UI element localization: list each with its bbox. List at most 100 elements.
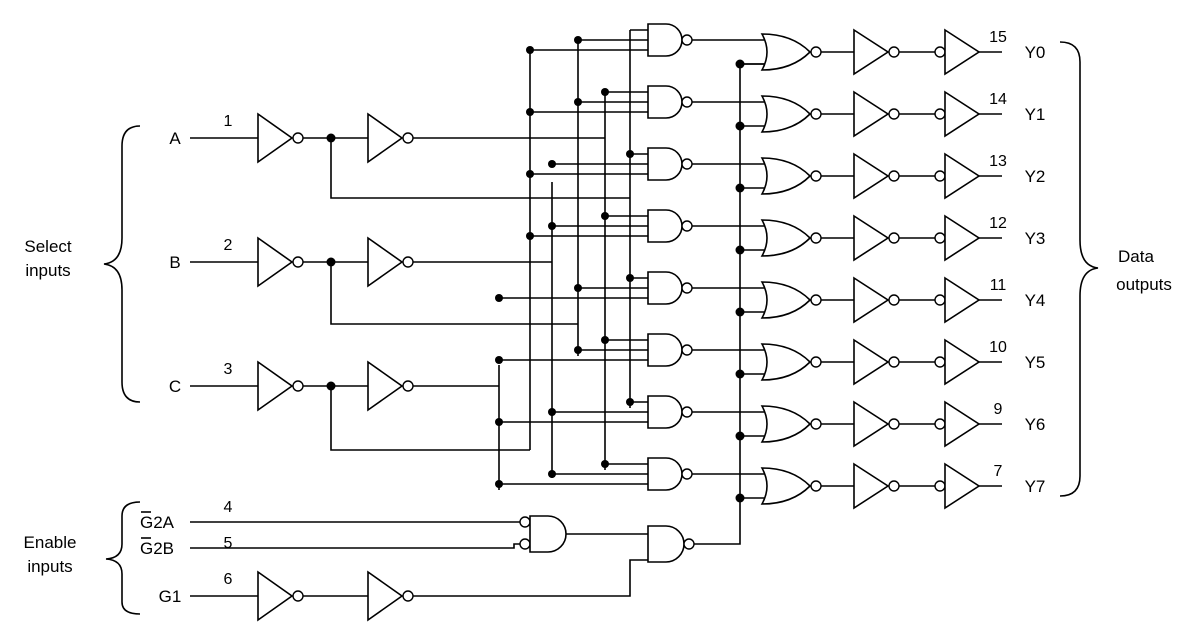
decode-nand-gate [647, 271, 683, 305]
junction-dot [735, 183, 745, 193]
decode-nand-gate [647, 457, 683, 491]
enable-and-gate [529, 515, 567, 553]
junction-dot [548, 222, 556, 230]
junction-dot [735, 121, 745, 131]
junction-dot [626, 398, 634, 406]
nor-bubble [810, 480, 822, 492]
nand-bubble [681, 220, 693, 232]
output-label: Y7 [1025, 477, 1046, 496]
junction-dot [601, 336, 609, 344]
output-buffer [944, 152, 981, 200]
inverter-c1-bubble [292, 380, 304, 392]
enable-nand-gate [647, 525, 685, 563]
inverter-a1 [257, 112, 294, 164]
pin-label: 1 [224, 113, 233, 130]
buffer-input-bubble [934, 356, 946, 368]
pin-label: 4 [224, 499, 233, 516]
junction-dot [735, 245, 745, 255]
inverter-c2-bubble [402, 380, 414, 392]
junction-dot [735, 431, 745, 441]
junction-dot [495, 480, 503, 488]
address-buses [498, 30, 631, 490]
input-label-b: B [169, 253, 180, 272]
output-pin-label: 11 [990, 277, 1007, 294]
buffer-input-bubble [934, 232, 946, 244]
output-label: Y3 [1025, 229, 1046, 248]
junction-dot [735, 307, 745, 317]
junction-dot [735, 493, 745, 503]
output-nor-gate [760, 281, 812, 319]
output-pin-label: 12 [989, 215, 1007, 232]
inverter-bubble [888, 356, 900, 368]
group-label-outputs-1: Data [1118, 247, 1154, 266]
output-nor-gate [760, 157, 812, 195]
nand-bubble [681, 282, 693, 294]
output-pin-label: 9 [994, 401, 1003, 418]
buffer-input-bubble [934, 108, 946, 120]
junction-dot [626, 274, 634, 282]
input-label-a: A [169, 129, 181, 148]
inverter-g1-2 [367, 570, 404, 622]
enable-and-bubble-2 [519, 538, 531, 550]
inverter-bubble [888, 108, 900, 120]
enable-section [190, 63, 765, 622]
decode-nand-gate [647, 85, 683, 119]
buffer-input-bubble [934, 480, 946, 492]
output-inverter [853, 338, 890, 386]
inverter-bubble [888, 480, 900, 492]
junction-dot [326, 257, 336, 267]
junction-dot [735, 369, 745, 379]
inverter-a2 [367, 112, 404, 164]
decode-nand-gate [647, 23, 683, 57]
inverter-g1-1-bubble [292, 590, 304, 602]
junction-dot [601, 212, 609, 220]
junction-dot [601, 88, 609, 96]
output-buffer [944, 90, 981, 138]
outputs-brace [1059, 41, 1099, 497]
labels: A 1 B 2 C 3 G2A 4 G2B 5 G1 6 Select inpu… [24, 113, 1172, 606]
nor-bubble [810, 232, 822, 244]
inverter-bubble [888, 170, 900, 182]
output-buffer [944, 338, 981, 386]
output-pin-label: 10 [989, 339, 1007, 356]
junction-dot [735, 59, 745, 69]
pin-label: 6 [224, 571, 233, 588]
nor-bubble [810, 170, 822, 182]
group-label-outputs-2: outputs [1116, 275, 1172, 294]
junction-dot [626, 150, 634, 158]
output-label: Y1 [1025, 105, 1046, 124]
junction-dot [574, 346, 582, 354]
inverter-bubble [888, 294, 900, 306]
nand-bubble [681, 158, 693, 170]
nor-bubble [810, 108, 822, 120]
junction-dot [526, 46, 534, 54]
junction-dot [548, 470, 556, 478]
pin-label: 3 [224, 361, 233, 378]
output-inverter [853, 152, 890, 200]
input-label-g2b: G2B [140, 539, 174, 558]
output-buffer [944, 462, 981, 510]
nand-bubble [681, 96, 693, 108]
enable-brace [105, 501, 141, 615]
decode-nand-gate [647, 147, 683, 181]
nor-bubble [810, 294, 822, 306]
output-inverter [853, 90, 890, 138]
inverter-bubble [888, 46, 900, 58]
inverter-g1-2-bubble [402, 590, 414, 602]
output-inverter [853, 462, 890, 510]
input-row-a [190, 112, 630, 199]
output-inverter [853, 28, 890, 76]
nand-bubble [681, 468, 693, 480]
nand-bubble [681, 406, 693, 418]
junction-dot [495, 294, 503, 302]
junction-dot [548, 408, 556, 416]
buffer-input-bubble [934, 294, 946, 306]
inverter-c2 [367, 360, 404, 412]
output-inverter [853, 214, 890, 262]
enable-and-bubble-1 [519, 516, 531, 528]
inverter-bubble [888, 418, 900, 430]
output-buffer [944, 276, 981, 324]
pin-label: 5 [224, 535, 233, 552]
group-label-select-1: Select [24, 237, 72, 256]
output-pin-label: 7 [994, 463, 1003, 480]
